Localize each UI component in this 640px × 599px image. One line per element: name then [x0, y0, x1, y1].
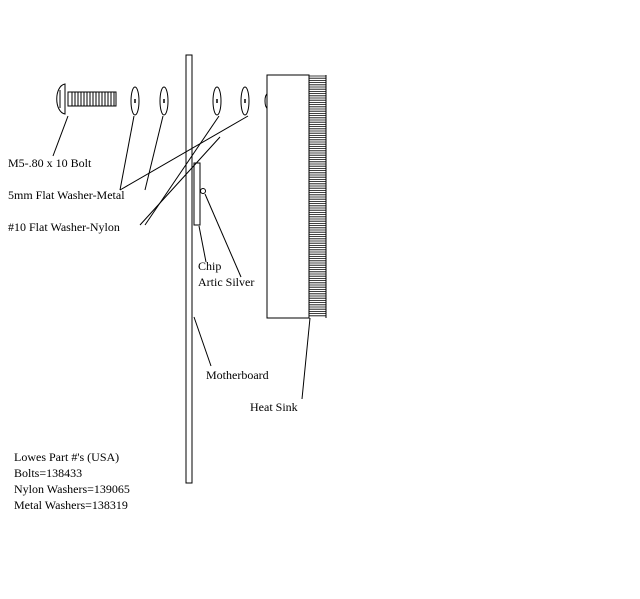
leader-lines — [52, 115, 311, 400]
heatsink-body — [266, 74, 310, 319]
bolt-drawing — [56, 83, 117, 115]
washer-4 — [240, 86, 250, 116]
artic-silver-dot — [200, 188, 206, 194]
parts-title: Lowes Part #'s (USA) — [14, 450, 119, 464]
parts-metal-washers: Metal Washers=138319 — [14, 498, 128, 512]
parts-bolts: Bolts=138433 — [14, 466, 82, 480]
parts-nylon-washers: Nylon Washers=139065 — [14, 482, 130, 496]
parts-list: Lowes Part #'s (USA) Bolts=138433 Nylon … — [14, 450, 130, 512]
bolt-label: M5-.80 x 10 Bolt — [8, 156, 92, 170]
motherboard-board — [185, 54, 193, 484]
washer-1 — [130, 86, 140, 116]
washer-3 — [212, 86, 222, 116]
chip-label: Chip — [198, 259, 221, 273]
nylon-washer-label: #10 Flat Washer-Nylon — [8, 220, 120, 234]
artic-silver-label: Artic Silver — [198, 275, 254, 289]
washer-2 — [159, 86, 169, 116]
heatsink-label: Heat Sink — [250, 400, 298, 414]
metal-washer-label: 5mm Flat Washer-Metal — [8, 188, 125, 202]
motherboard-label: Motherboard — [206, 368, 269, 382]
chip-block — [193, 162, 201, 226]
heatsink-fins — [309, 75, 327, 318]
